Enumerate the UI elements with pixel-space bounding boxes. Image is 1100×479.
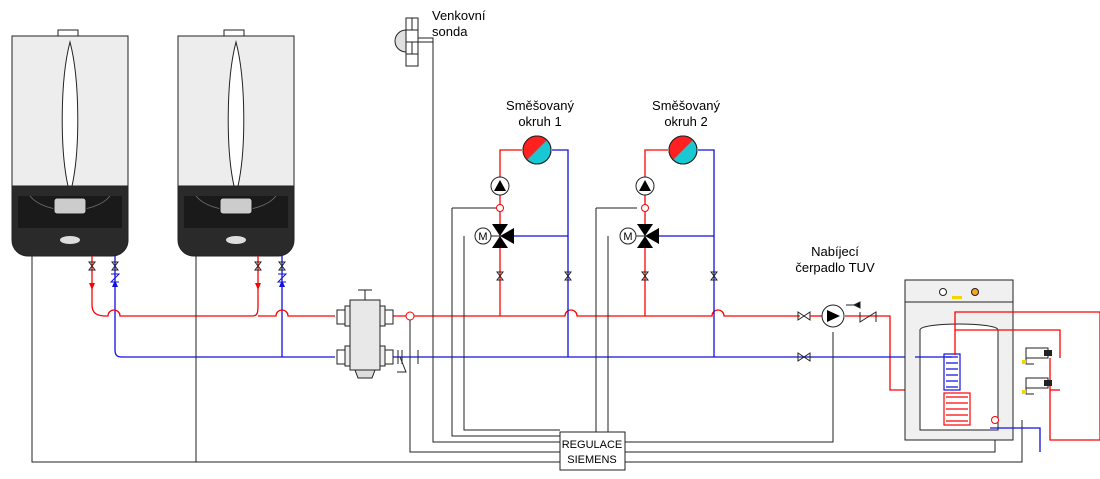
return-arrow-icon [112, 280, 118, 287]
supply-temperature-sensor [405, 311, 415, 321]
drain-valve-icon [397, 350, 407, 373]
check-valve-icon [846, 301, 877, 323]
heating-circuit-icon [668, 135, 698, 165]
main-supply-header [106, 304, 335, 317]
pump-icon [821, 304, 845, 328]
supply-arrow-icon [255, 283, 261, 290]
pump-icon [490, 176, 510, 196]
tank-cold-inlet [990, 427, 1041, 452]
hot-water-tank-icon [904, 279, 1014, 441]
outdoor-sensor-label-line2: sonda [432, 24, 468, 39]
mixed-circuit-2: Směšovaný okruh 2 M [619, 98, 720, 357]
boiler-1-supply-pipe [91, 256, 107, 317]
controller-label-line2: SIEMENS [567, 454, 617, 466]
check-valve-icon [109, 273, 288, 283]
circuit-1-label-line1: Směšovaný [506, 98, 574, 113]
ball-valve-icon [797, 311, 811, 362]
ball-valve-icon [641, 271, 718, 281]
pump-icon [635, 176, 655, 196]
boiler-1-return-pipe [114, 256, 123, 358]
supply-arrow-icon [89, 283, 95, 290]
motor-letter: M [623, 231, 632, 243]
ball-valve-icon [496, 271, 572, 281]
motor-letter: M [478, 231, 487, 243]
water-tap-icon [1022, 377, 1052, 395]
tank-hot-outlet [954, 311, 1100, 441]
circuit-2-label-line2: okruh 2 [664, 114, 707, 129]
mixed-circuit-1: Směšovaný okruh 1 M [474, 98, 574, 357]
circuit-2-label-line1: Směšovaný [652, 98, 720, 113]
outdoor-sensor-label-line1: Venkovní [432, 8, 486, 23]
boiler-1 [11, 29, 129, 257]
controller-label-line1: REGULACE [562, 439, 623, 451]
dhw-pump-label-line1: Nabíjecí [811, 244, 859, 259]
boiler-2 [177, 29, 295, 257]
circuit-1-label-line2: okruh 1 [518, 114, 561, 129]
ball-valve-icon [88, 261, 286, 271]
return-arrow-icon [279, 280, 285, 287]
outdoor-sensor-icon [394, 17, 434, 67]
siemens-controller: REGULACE SIEMENS [559, 431, 626, 471]
tank-coil-hot [943, 392, 971, 426]
three-way-mixing-valve-icon: M [474, 224, 514, 248]
dhw-pump-label-line2: čerpadlo TUV [795, 260, 875, 275]
hydraulic-separator-icon [336, 289, 394, 379]
heating-circuit-icon [522, 135, 552, 165]
controller-wiring [31, 40, 1023, 463]
three-way-mixing-valve-icon: M [619, 224, 659, 248]
water-tap-icon [1022, 347, 1052, 365]
